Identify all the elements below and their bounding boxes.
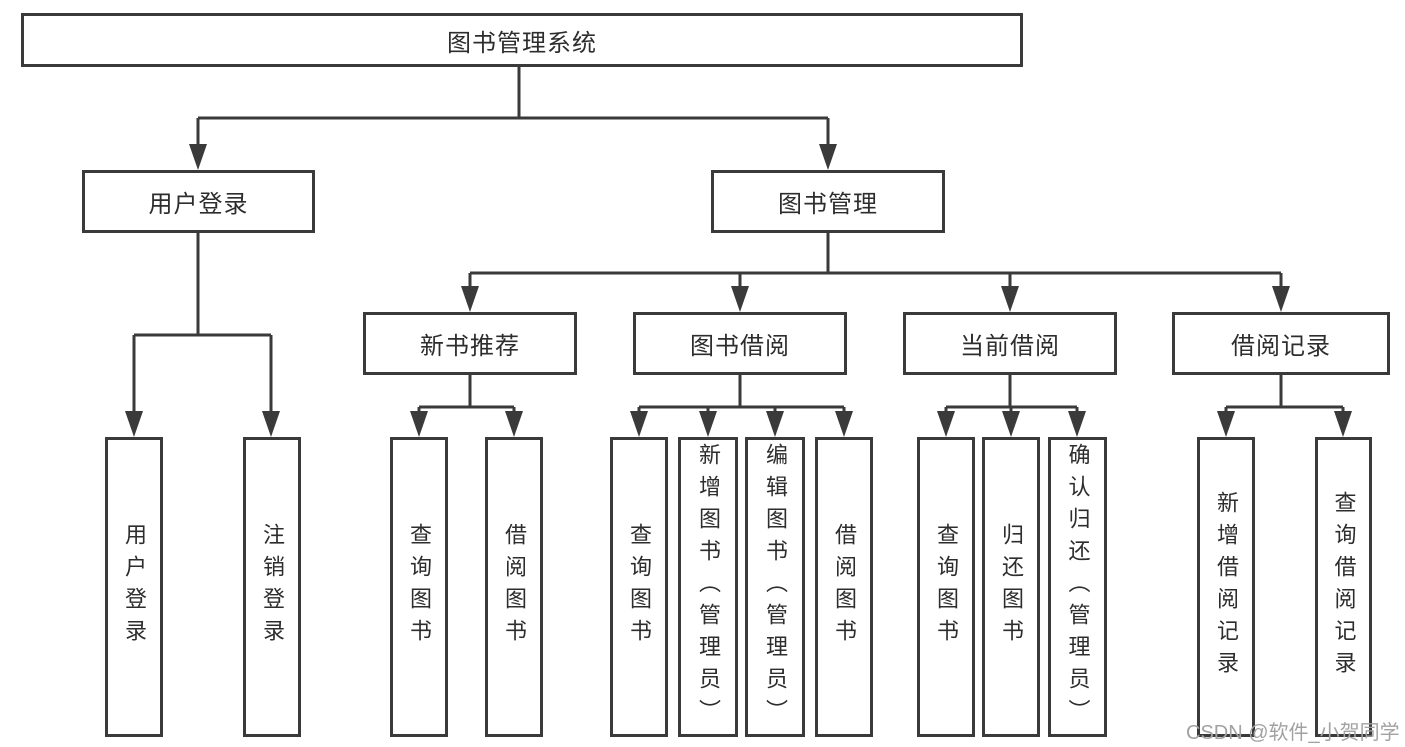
- leaf-query-books-recommend: 查询图书: [390, 437, 448, 737]
- arrowheads: [125, 144, 1352, 437]
- leaf-logout: 注销登录: [243, 437, 301, 737]
- leaf-user-login: 用户登录: [105, 437, 163, 737]
- leaf-confirm-return-admin: 确认归还（管理员）: [1048, 437, 1107, 737]
- node-borrow-records: 借阅记录: [1172, 312, 1390, 375]
- leaf-query-books-borrow: 查询图书: [610, 437, 668, 737]
- leaf-borrow-books: 借阅图书: [815, 437, 873, 737]
- node-user-login: 用户登录: [82, 170, 315, 233]
- node-current-borrow: 当前借阅: [903, 312, 1117, 375]
- node-new-book-recommend: 新书推荐: [363, 312, 577, 375]
- node-book-borrow: 图书借阅: [633, 312, 847, 375]
- leaf-edit-books-admin: 编辑图书（管理员）: [745, 437, 805, 737]
- leaf-return-books: 归还图书: [982, 437, 1040, 737]
- leaf-borrow-books-recommend: 借阅图书: [485, 437, 543, 737]
- leaf-query-books-current: 查询图书: [917, 437, 975, 737]
- node-book-management: 图书管理: [711, 170, 945, 233]
- csdn-watermark: CSDN @软件_小贺同学: [1186, 722, 1400, 744]
- node-root: 图书管理系统: [21, 13, 1023, 67]
- leaf-query-borrow-record: 查询借阅记录: [1315, 437, 1372, 737]
- leaf-add-borrow-record: 新增借阅记录: [1197, 437, 1255, 737]
- leaf-add-books-admin: 新增图书（管理员）: [678, 437, 738, 737]
